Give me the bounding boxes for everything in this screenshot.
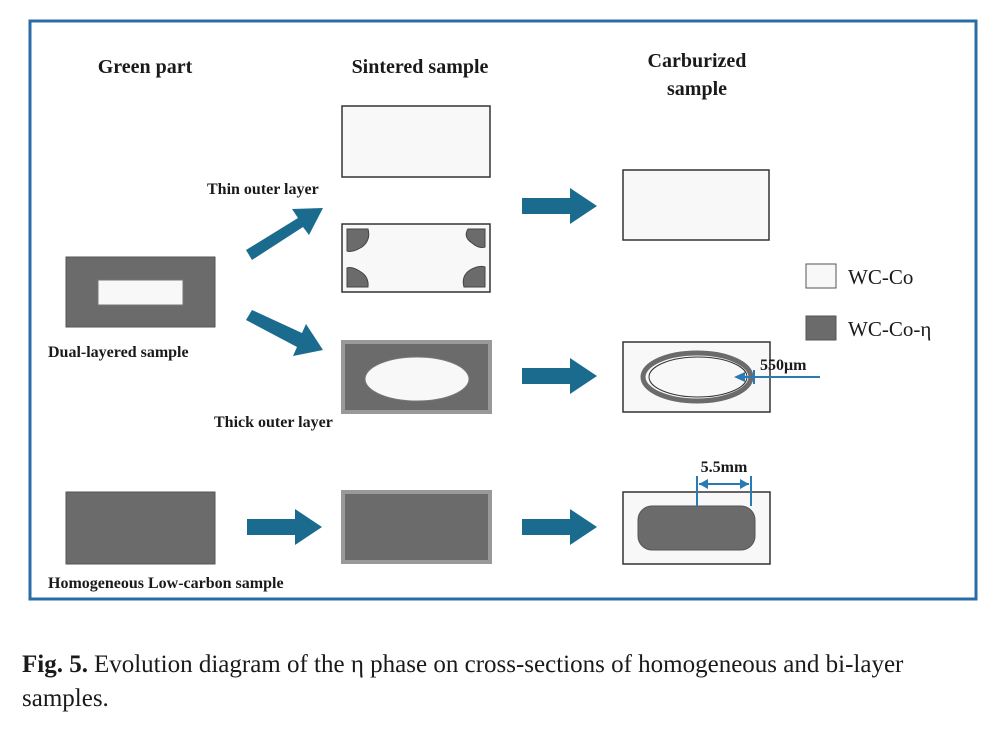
arrow-green-to-sinter-homogeneous xyxy=(247,509,322,545)
green-part-homogeneous xyxy=(65,491,216,565)
arrow-sinter-to-carburize-thick xyxy=(522,358,597,394)
column-header-sintered: Sintered sample xyxy=(352,56,489,78)
figure-caption: Fig. 5.Evolution diagram of the η phase … xyxy=(22,648,982,716)
green-part-dual-inner-core xyxy=(97,279,184,306)
dimension-label-550um: 550μm xyxy=(760,357,807,374)
carburized-thin xyxy=(622,169,770,241)
figure-number: Fig. 5. xyxy=(22,651,88,678)
eta-corner-bottom-left xyxy=(346,267,369,288)
legend-swatch-wc-co xyxy=(805,263,837,289)
label-homogeneous-sample: Homogeneous Low-carbon sample xyxy=(48,575,284,592)
arrow-to-thick-layer xyxy=(246,310,323,356)
legend-label-wc-co-eta: WC-Co-η xyxy=(848,317,931,341)
arrow-sinter-to-carburize-homogeneous xyxy=(522,509,597,545)
dimension-arrowhead-right-5-5mm xyxy=(740,479,749,489)
dimension-arrowhead-left-5-5mm xyxy=(699,479,708,489)
legend-swatch-wc-co-eta xyxy=(805,315,837,341)
eta-core-homogeneous xyxy=(637,505,756,551)
sintered-thick-core xyxy=(364,356,470,402)
column-header-carburized-line2: sample xyxy=(667,78,727,100)
dimension-arrowhead-550um xyxy=(734,372,745,382)
arrow-sinter-to-carburize-thin xyxy=(522,188,597,224)
eta-ring-inner-edge xyxy=(648,356,748,398)
sintered-thin-plain xyxy=(341,105,491,178)
eta-corner-top-right xyxy=(465,228,486,248)
eta-corner-top-left xyxy=(346,228,370,252)
legend-label-wc-co: WC-Co xyxy=(848,265,913,289)
dimension-label-5-5mm: 5.5mm xyxy=(701,459,748,476)
label-thin-outer-layer: Thin outer layer xyxy=(207,181,319,198)
label-thick-outer-layer: Thick outer layer xyxy=(214,414,333,431)
column-header-green-part: Green part xyxy=(98,56,193,78)
label-dual-layered-sample: Dual-layered sample xyxy=(48,344,189,361)
sintered-homogeneous xyxy=(341,490,492,564)
column-header-carburized-line1: Carburized xyxy=(648,50,747,72)
eta-corner-bottom-right xyxy=(462,265,486,288)
figure-caption-text: Evolution diagram of the η phase on cros… xyxy=(22,651,904,712)
arrow-to-thin-layer xyxy=(246,208,323,260)
